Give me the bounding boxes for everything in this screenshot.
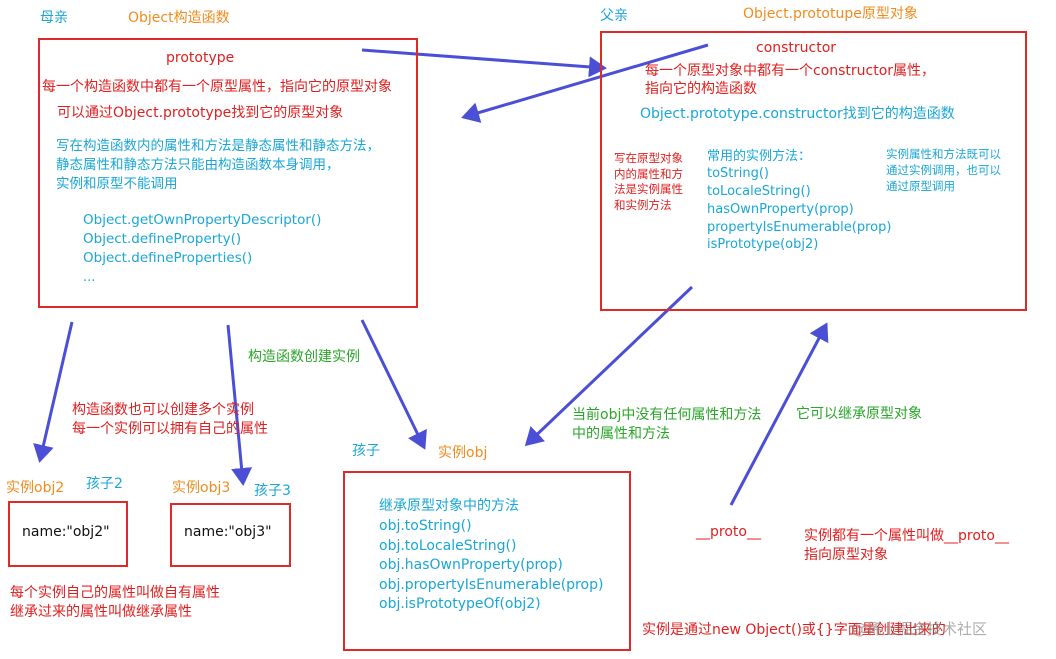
mother-method-1: Object.getOwnPropertyDescriptor(): [83, 212, 322, 228]
father-method-1: toString(): [707, 166, 769, 181]
mother-desc2: 可以通过Object.prototype找到它的原型对象: [57, 105, 344, 121]
obj-inherit-title: 继承原型对象中的方法: [379, 498, 519, 514]
static-note: 写在构造函数内的属性和方法是静态属性和静态方法， 静态属性和静态方法只能由构造函…: [56, 138, 380, 192]
obj-title: 实例obj: [438, 445, 488, 461]
obj-method-3: obj.hasOwnProperty(prop): [379, 557, 563, 573]
constructor-function-box: [38, 38, 418, 308]
mother-role-label: 母亲: [40, 10, 68, 26]
prototype-label: prototype: [166, 50, 235, 66]
father-method-4: propertyIsEnumerable(prop): [707, 220, 892, 235]
obj3-title: 实例obj3: [172, 480, 231, 496]
arrow-proto-object-to-obj: [524, 285, 694, 447]
obj3-content: name:"obj3": [184, 524, 272, 540]
inherit-proto-note: 它可以继承原型对象: [796, 406, 922, 422]
constructor-label: constructor: [756, 40, 837, 56]
arrow-to-obj: [360, 319, 427, 450]
multi-instances-note: 构造函数也可以创建多个实例 每一个实例可以拥有自己的属性: [72, 402, 268, 437]
common-methods-title: 常用的实例方法：: [707, 149, 812, 164]
mother-method-3: Object.defineProperties(): [83, 250, 253, 266]
watermark: @稀土掘金技术社区: [852, 620, 988, 638]
create-instance-label: 构造函数创建实例: [248, 349, 360, 365]
mother-method-ellipsis: ...: [83, 270, 96, 285]
own-props-note: 每个实例自己的属性叫做自有属性 继承过来的属性叫做继承属性: [10, 585, 220, 620]
proto-instance-note: 写在原型对象 内的属性和方 法是实例属性 和实例方法: [614, 151, 683, 212]
obj3-role-label: 孩子3: [254, 483, 291, 499]
proto-desc-note: 实例都有一个属性叫做__proto__ 指向原型对象: [804, 528, 1009, 563]
obj-role-label: 孩子: [352, 443, 380, 459]
proto-link-label: __proto__: [696, 524, 761, 540]
arrow-to-obj2: [33, 321, 74, 463]
father-desc: 每一个原型对象中都有一个constructor属性， 指向它的构造函数: [645, 63, 936, 97]
created-by-note: 实例是通过new Object()或{}字面量创建出来的: [642, 622, 946, 638]
mother-desc1: 每一个构造函数中都有一个原型属性，指向它的原型对象: [42, 79, 392, 95]
father-method-3: hasOwnProperty(prop): [707, 202, 854, 217]
both-call-note: 实例属性和方法既可以 通过实例调用，也可以 通过原型调用: [886, 147, 1001, 193]
obj2-box: [8, 501, 128, 567]
obj-method-2: obj.toLocaleString(): [379, 538, 517, 554]
arrow-to-obj3: [226, 324, 253, 486]
father-title: Object.prototupe原型对象: [743, 6, 918, 22]
mother-title: Object构造函数: [128, 10, 230, 26]
obj2-title: 实例obj2: [6, 480, 65, 496]
arrow-proto-link-up: [729, 322, 829, 506]
instance-obj-box: [343, 471, 631, 651]
father-role-label: 父亲: [600, 8, 628, 24]
no-props-note: 当前obj中没有任何属性和方法 中的属性和方法: [572, 407, 762, 442]
obj-method-4: obj.propertyIsEnumerable(prop): [379, 577, 604, 593]
father-method-2: toLocaleString(): [707, 184, 811, 199]
arrow-prototype-to-proto-object: [361, 48, 607, 78]
mother-method-2: Object.defineProperty(): [83, 231, 242, 247]
obj2-content: name:"obj2": [22, 524, 110, 540]
obj-method-1: obj.toString(): [379, 518, 472, 534]
obj2-role-label: 孩子2: [86, 476, 123, 492]
prototype-object-box: [600, 31, 1027, 311]
obj-method-5: obj.isPrototypeOf(obj2): [379, 596, 541, 612]
arrow-constructor-to-function: [461, 43, 709, 123]
father-method-5: isPrototype(obj2): [707, 237, 819, 252]
obj3-box: [170, 503, 291, 567]
find-constructor-note: Object.prototype.constructor找到它的构造函数: [640, 106, 955, 122]
